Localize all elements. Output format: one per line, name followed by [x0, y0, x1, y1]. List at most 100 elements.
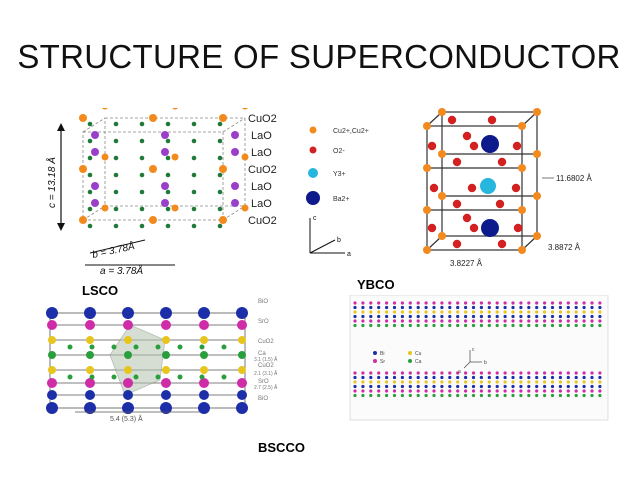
bscco-atoms: [46, 307, 248, 414]
bscco-caption: BSCCO: [258, 440, 305, 455]
lattice-atom: [527, 371, 531, 375]
ybco-atoms: [423, 108, 541, 254]
lattice-atom: [479, 314, 483, 319]
lattice-atom: [590, 323, 594, 328]
oxygen-atom: [87, 206, 93, 212]
lattice-atom: [598, 319, 602, 323]
lattice-atom: [519, 301, 523, 305]
lattice-atom: [574, 380, 578, 384]
lattice-atom: [558, 375, 563, 380]
oxygen-atom: [217, 138, 223, 144]
bscco-atom: [46, 307, 58, 319]
oxygen-atom: [67, 374, 73, 380]
lattice-atom: [511, 310, 515, 314]
lattice-atom: [369, 371, 373, 375]
lattice-atom: [432, 393, 436, 398]
lanthanum-atom: [161, 182, 169, 190]
oxygen-atom: [469, 141, 479, 151]
oxygen-atom: [139, 155, 145, 161]
legend-label: Bi: [380, 351, 384, 357]
copper-atom: [79, 216, 87, 224]
lattice-atom: [519, 310, 523, 314]
lattice-atom: [353, 380, 357, 384]
lanthanum-atom: [231, 199, 239, 207]
bscco-atom: [123, 320, 133, 330]
lattice-atom: [416, 393, 420, 398]
lattice-atom: [369, 305, 373, 310]
lattice-atom: [456, 375, 460, 380]
lattice-atom: [408, 384, 412, 389]
lattice-atom: [519, 375, 523, 380]
oxygen-atom: [191, 172, 197, 178]
yttrium-atom: [480, 178, 496, 194]
bscco-atom: [238, 336, 246, 344]
copper-atom: [423, 246, 431, 254]
oxygen-atom: [165, 138, 171, 144]
lattice-atom: [424, 389, 428, 393]
copper-atom: [438, 150, 446, 158]
lattice-atom: [416, 319, 420, 323]
bscco-atom: [124, 351, 132, 359]
lattice-atom: [408, 319, 412, 323]
oxygen-atom: [139, 223, 145, 229]
lattice-atom: [550, 380, 555, 384]
lattice-atom: [471, 389, 476, 393]
lattice-atom: [385, 384, 389, 389]
oxygen-atom: [89, 344, 95, 350]
lattice-atom: [590, 380, 594, 384]
bscco-atom: [86, 351, 94, 359]
lattice-atom: [408, 393, 412, 398]
lattice-atom: [495, 323, 499, 328]
lattice-atom: [377, 319, 381, 323]
lattice-atom: [448, 393, 452, 398]
lattice-atom: [479, 301, 483, 305]
lattice-atom: [535, 375, 539, 380]
lattice-atom: [519, 323, 523, 328]
oxygen-atom: [165, 172, 171, 178]
lattice-atom: [448, 380, 452, 384]
lattice-atom: [456, 384, 460, 389]
oxygen-atom: [113, 172, 119, 178]
lattice-atom: [432, 380, 436, 384]
lattice-atom: [511, 380, 515, 384]
lattice-atom: [535, 384, 539, 389]
lattice-atom: [598, 305, 602, 310]
lattice-atom: [353, 305, 357, 310]
lattice-atom: [464, 323, 468, 328]
bscco-width-label: 5.4 (5.3) Å: [110, 414, 143, 423]
lattice-atom: [535, 319, 539, 323]
lanthanum-atom: [161, 148, 169, 156]
lattice-atom: [456, 389, 460, 393]
lattice-atom: [400, 389, 404, 393]
lanthanum-atom: [91, 131, 99, 139]
lattice-atom: [503, 393, 507, 398]
lattice-atom: [543, 375, 547, 380]
lattice-atom: [527, 319, 531, 323]
lattice-atom: [408, 371, 412, 375]
oxygen-atom: [497, 157, 507, 167]
lattice-atom: [385, 310, 389, 314]
lattice-atom: [456, 301, 460, 305]
lattice-atom: [590, 389, 594, 393]
oxygen-atom: [487, 115, 497, 125]
lattice-atom: [479, 323, 483, 328]
lattice-atom: [408, 314, 412, 319]
lattice-atom: [448, 310, 452, 314]
copper-atom: [518, 206, 526, 214]
lattice-atom: [519, 314, 523, 319]
lattice-atom: [408, 323, 412, 328]
lanthanum-atom: [231, 148, 239, 156]
bscco-atom: [85, 378, 95, 388]
lattice-atom: [511, 314, 515, 319]
bscco-atom: [162, 366, 170, 374]
lattice-atom: [448, 389, 452, 393]
lattice-atom: [377, 389, 381, 393]
lattice-atom: [503, 323, 507, 328]
bscco-atom: [200, 366, 208, 374]
lattice-atom: [471, 301, 476, 305]
lattice-atom: [408, 301, 412, 305]
lattice-atom: [519, 380, 523, 384]
oxygen-atom: [217, 223, 223, 229]
lsco-b-arrow: [89, 239, 146, 254]
oxygen-atom: [469, 223, 479, 233]
